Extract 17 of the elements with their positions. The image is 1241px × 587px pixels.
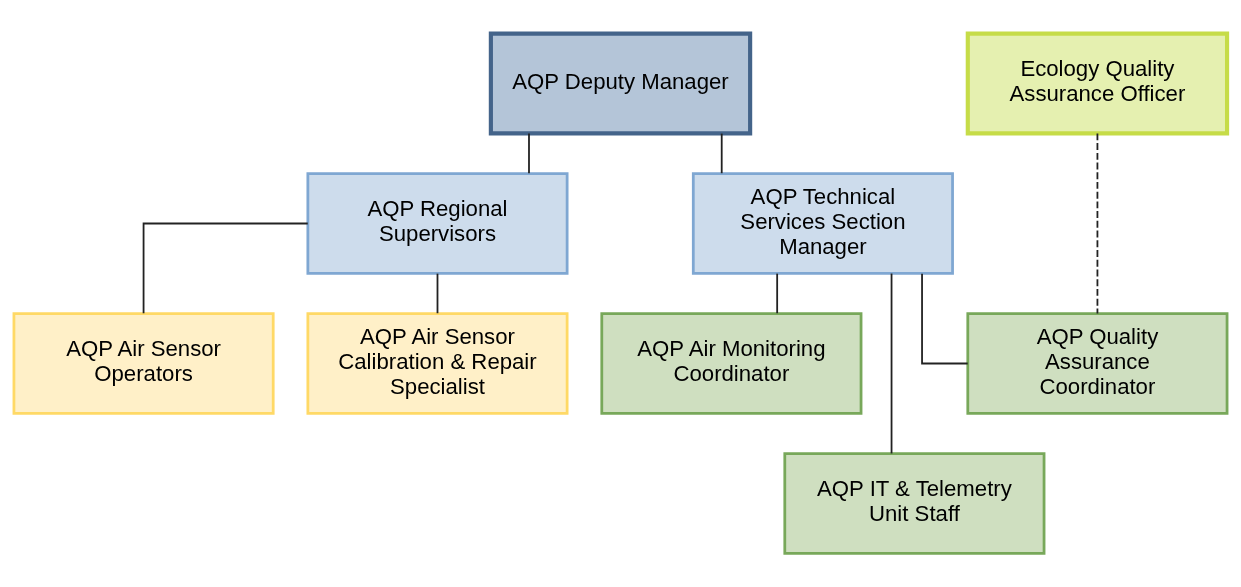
connector xyxy=(1096,132,1099,315)
node-box: Ecology Quality Assurance Officer xyxy=(965,31,1230,136)
node-box: AQP Quality Assurance Coordinator xyxy=(966,312,1229,415)
node-box: AQP Air Sensor Calibration & Repair Specialist xyxy=(306,312,569,415)
connector xyxy=(720,132,723,175)
connector xyxy=(436,272,439,315)
connector xyxy=(890,272,893,455)
node-box: AQP Deputy Manager xyxy=(488,31,753,136)
node-box: AQP IT & Telemetry Unit Staff xyxy=(783,452,1046,555)
node-box: AQP Regional Supervisors xyxy=(306,172,569,275)
connector xyxy=(776,272,779,315)
node-box: AQP Air Sensor Operators xyxy=(12,312,275,415)
node-box: AQP Technical Services Section Manager xyxy=(691,172,954,275)
connector xyxy=(142,222,309,315)
connector xyxy=(921,272,969,365)
connector xyxy=(528,132,530,175)
node-box: AQP Air Monitoring Coordinator xyxy=(600,312,863,415)
